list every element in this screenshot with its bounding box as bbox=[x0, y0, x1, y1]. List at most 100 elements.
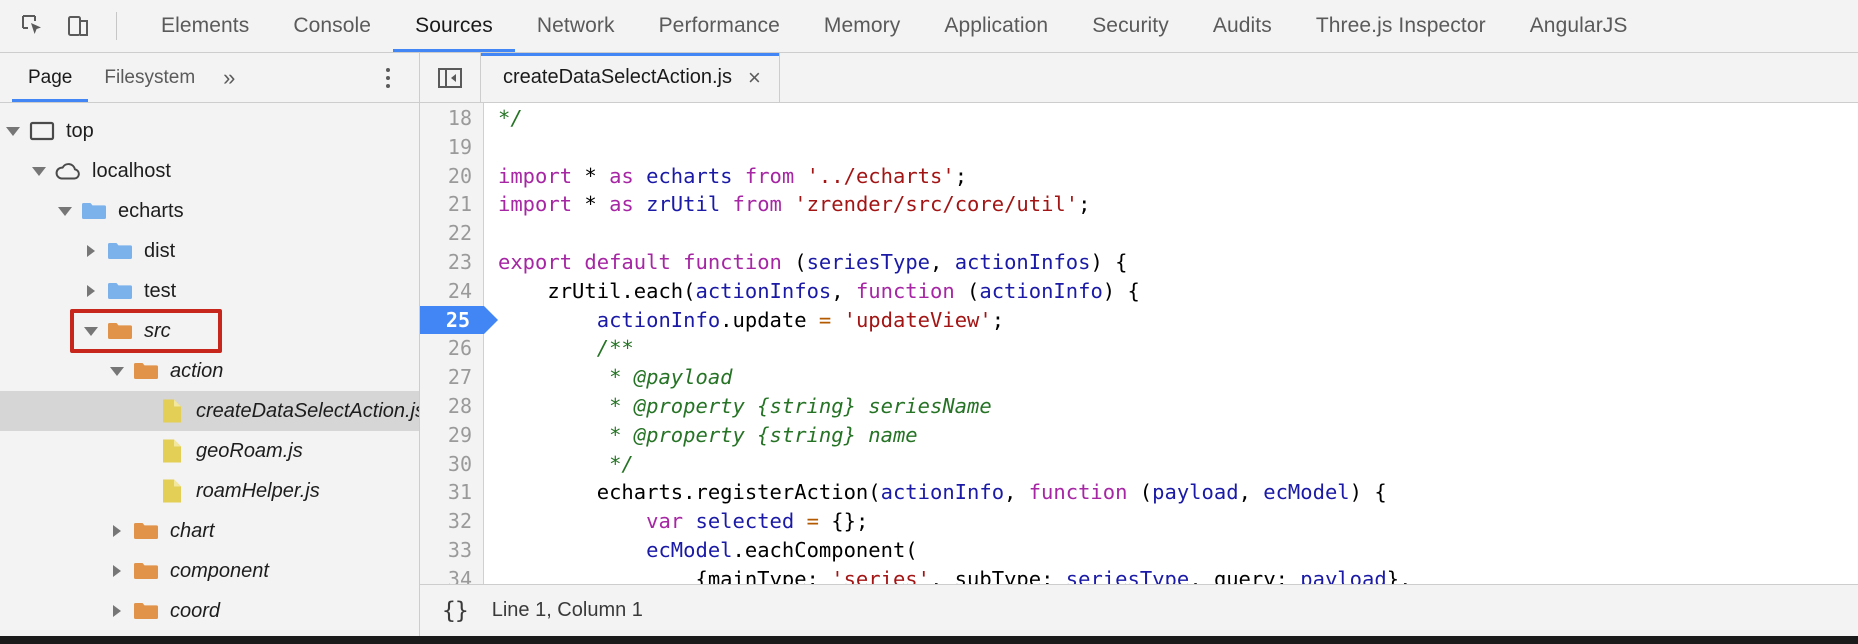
code-token-op: = bbox=[818, 307, 832, 332]
code-line: 29 * @property {string} name bbox=[420, 421, 1858, 450]
chevron-down-icon[interactable] bbox=[78, 326, 104, 336]
line-number[interactable]: 19 bbox=[447, 134, 472, 159]
chevron-down-icon[interactable] bbox=[52, 206, 78, 216]
code-token-txt bbox=[572, 164, 584, 188]
line-number[interactable]: 24 bbox=[447, 278, 472, 303]
code-token-id: seriesType bbox=[806, 249, 931, 274]
code-token-cmt: */ bbox=[498, 451, 634, 476]
line-number[interactable]: 21 bbox=[447, 192, 472, 217]
code-token-kw: as bbox=[609, 163, 634, 188]
code-token-txt: , bbox=[1004, 480, 1029, 505]
main-tab-elements[interactable]: Elements bbox=[139, 0, 271, 52]
code-token-str: 'series' bbox=[831, 566, 930, 584]
tree-item-action[interactable]: action bbox=[0, 351, 419, 391]
line-number[interactable]: 28 bbox=[447, 393, 472, 418]
chevron-right-icon[interactable] bbox=[104, 605, 130, 617]
line-number[interactable]: 31 bbox=[447, 480, 472, 505]
tree-item-roamhelper-js[interactable]: roamHelper.js bbox=[0, 471, 419, 511]
tree-item-test[interactable]: test bbox=[0, 271, 419, 311]
main-tab-security[interactable]: Security bbox=[1070, 0, 1191, 52]
line-number[interactable]: 29 bbox=[447, 422, 472, 447]
line-number[interactable]: 22 bbox=[447, 221, 472, 246]
tree-item-dist[interactable]: dist bbox=[0, 231, 419, 271]
code-token-txt bbox=[683, 509, 695, 533]
code-line: 30 */ bbox=[420, 450, 1858, 479]
main-tab-application[interactable]: Application bbox=[922, 0, 1070, 52]
code-token-txt: .update bbox=[720, 307, 819, 332]
code-line: 26 /** bbox=[420, 334, 1858, 363]
code-token-kw: default bbox=[584, 249, 671, 274]
line-number[interactable]: 34 bbox=[447, 566, 472, 584]
chevron-right-icon[interactable] bbox=[104, 525, 130, 537]
main-tab-sources[interactable]: Sources bbox=[393, 0, 515, 52]
code-token-txt bbox=[634, 164, 646, 188]
code-token-txt: .eachComponent( bbox=[732, 537, 918, 562]
line-number[interactable]: 26 bbox=[447, 336, 472, 361]
code-token-id: actionInfo bbox=[880, 480, 1005, 505]
code-line: 34 {mainType: 'series', subType: seriesT… bbox=[420, 565, 1858, 584]
code-token-txt: ; bbox=[1078, 192, 1091, 217]
code-line: 19 bbox=[420, 133, 1858, 162]
code-editor[interactable]: 18 */ 19 20 import * as echarts from '../ech… bbox=[420, 103, 1858, 584]
line-number[interactable]: 32 bbox=[447, 509, 472, 534]
navigator-tab-page[interactable]: Page bbox=[12, 53, 88, 102]
line-number[interactable]: 33 bbox=[447, 537, 472, 562]
tree-item-chart[interactable]: chart bbox=[0, 511, 419, 551]
frame-icon bbox=[26, 120, 58, 142]
tree-item-component[interactable]: component bbox=[0, 551, 419, 591]
main-tab-performance[interactable]: Performance bbox=[637, 0, 802, 52]
breakpoint-marker[interactable]: 25 bbox=[420, 305, 498, 335]
line-number[interactable]: 20 bbox=[447, 163, 472, 188]
main-tab-three-js-inspector[interactable]: Three.js Inspector bbox=[1294, 0, 1508, 52]
navigator-tab-page-label: Page bbox=[28, 66, 73, 88]
chevron-right-icon[interactable] bbox=[78, 245, 104, 257]
navigator-tab-filesystem[interactable]: Filesystem bbox=[88, 53, 211, 102]
inspect-cursor-icon[interactable] bbox=[10, 4, 56, 48]
main-tab-network[interactable]: Network bbox=[515, 0, 637, 52]
main-tab-memory[interactable]: Memory bbox=[802, 0, 922, 52]
main-tab-audits[interactable]: Audits bbox=[1191, 0, 1294, 52]
pretty-print-icon[interactable]: {} bbox=[442, 597, 469, 624]
tree-item-echarts[interactable]: echarts bbox=[0, 191, 419, 231]
code-token-cmt: */ bbox=[498, 106, 523, 130]
tree-item-top[interactable]: top bbox=[0, 111, 419, 151]
line-number[interactable]: 23 bbox=[447, 249, 472, 274]
main-tab-label: Application bbox=[944, 14, 1049, 37]
code-line-text: import * as echarts from '../echarts'; bbox=[484, 162, 967, 191]
navigator-more-tabs-icon[interactable]: » bbox=[223, 64, 236, 90]
tree-item-coord[interactable]: coord bbox=[0, 591, 419, 631]
show-navigator-icon[interactable] bbox=[420, 53, 480, 102]
more-options-icon[interactable] bbox=[375, 63, 401, 93]
chevron-down-icon[interactable] bbox=[0, 126, 26, 136]
tree-item-createdataselectaction-js[interactable]: createDataSelectAction.js bbox=[0, 391, 419, 431]
code-token-cmt: /** bbox=[498, 336, 634, 361]
code-token-txt bbox=[733, 164, 745, 188]
editor-tab-createdataselectaction[interactable]: createDataSelectAction.js × bbox=[480, 53, 780, 102]
code-token-id: seriesType bbox=[1065, 566, 1190, 584]
tree-item-georoam-js[interactable]: geoRoam.js bbox=[0, 431, 419, 471]
main-tab-console[interactable]: Console bbox=[271, 0, 393, 52]
line-number[interactable]: 27 bbox=[447, 365, 472, 390]
code-token-txt bbox=[794, 509, 806, 533]
tree-item-localhost[interactable]: localhost bbox=[0, 151, 419, 191]
tree-item-src[interactable]: src bbox=[0, 309, 419, 353]
chevron-down-icon[interactable] bbox=[104, 366, 130, 376]
device-toolbar-icon[interactable] bbox=[56, 4, 102, 48]
chevron-down-icon[interactable] bbox=[26, 166, 52, 176]
code-token-txt bbox=[634, 192, 646, 216]
chevron-right-icon[interactable] bbox=[78, 285, 104, 297]
code-token-txt bbox=[572, 250, 584, 274]
tree-item-label: dist bbox=[144, 240, 176, 262]
main-tab-angularjs[interactable]: AngularJS bbox=[1508, 0, 1650, 52]
folder-blue-icon bbox=[104, 241, 136, 261]
line-number[interactable]: 18 bbox=[447, 106, 472, 130]
close-icon[interactable]: × bbox=[748, 64, 761, 90]
chevron-right-icon[interactable] bbox=[104, 565, 130, 577]
cursor-position-label: Line 1, Column 1 bbox=[491, 599, 643, 621]
tree-item-label: top bbox=[66, 120, 94, 142]
main-tab-label: Memory bbox=[823, 14, 901, 37]
line-number[interactable]: 30 bbox=[447, 451, 472, 476]
